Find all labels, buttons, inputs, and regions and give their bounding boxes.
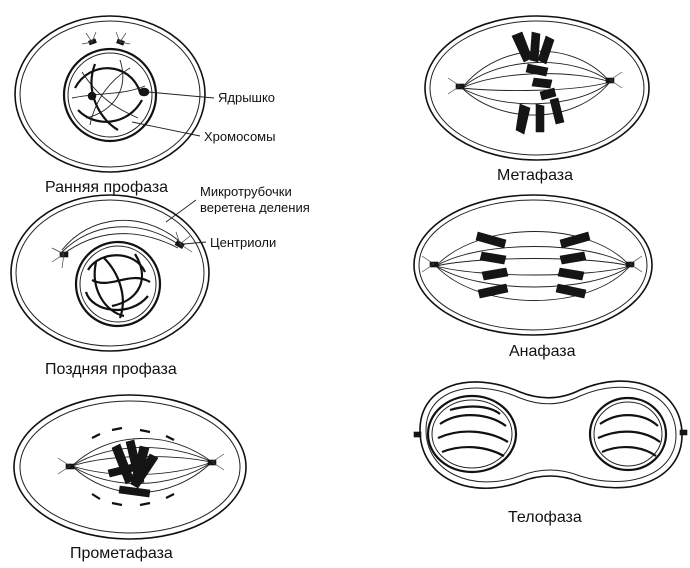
early-prophase-centrioles [82, 32, 130, 45]
metaphase-caption: Метафаза [497, 168, 573, 184]
telophase-caption: Телофаза [508, 510, 582, 526]
anaphase-spindle [436, 232, 630, 301]
telophase-right-nucleus [590, 398, 666, 470]
anaphase-chromosomes [476, 232, 590, 298]
late-prophase-cell [11, 195, 209, 351]
early-prophase-nucleolus [139, 88, 149, 96]
anaphase-cell [414, 195, 652, 335]
prometaphase-cell [14, 395, 246, 539]
late-prophase-chromosomes [86, 254, 150, 318]
metaphase-chromosomes [512, 32, 564, 134]
late-prophase-spindle [62, 220, 178, 255]
metaphase-cell [425, 16, 649, 160]
early-prophase-dot [88, 92, 96, 100]
early-prophase-cell [15, 16, 214, 172]
anaphase-caption: Анафаза [509, 344, 576, 360]
spindle-label-line1: Микротрубочки [200, 185, 292, 198]
centrioles-label: Центриоли [210, 236, 276, 249]
telophase-left-nucleus [428, 396, 516, 472]
late-prophase-centrioles [52, 232, 192, 268]
late-prophase-caption: Поздняя профаза [45, 362, 177, 378]
early-prophase-chromosomes [72, 60, 145, 130]
spindle-label-line2: веретена деления [200, 201, 328, 214]
telophase-cell [414, 381, 687, 488]
prometaphase-caption: Прометафаза [70, 546, 173, 562]
early-prophase-caption: Ранняя профаза [45, 180, 168, 196]
nucleolus-pointer [148, 92, 214, 98]
chromosomes-label: Хромосомы [204, 130, 275, 143]
nucleolus-label: Ядрышко [218, 91, 275, 104]
prometaphase-chromosomes [108, 440, 158, 497]
